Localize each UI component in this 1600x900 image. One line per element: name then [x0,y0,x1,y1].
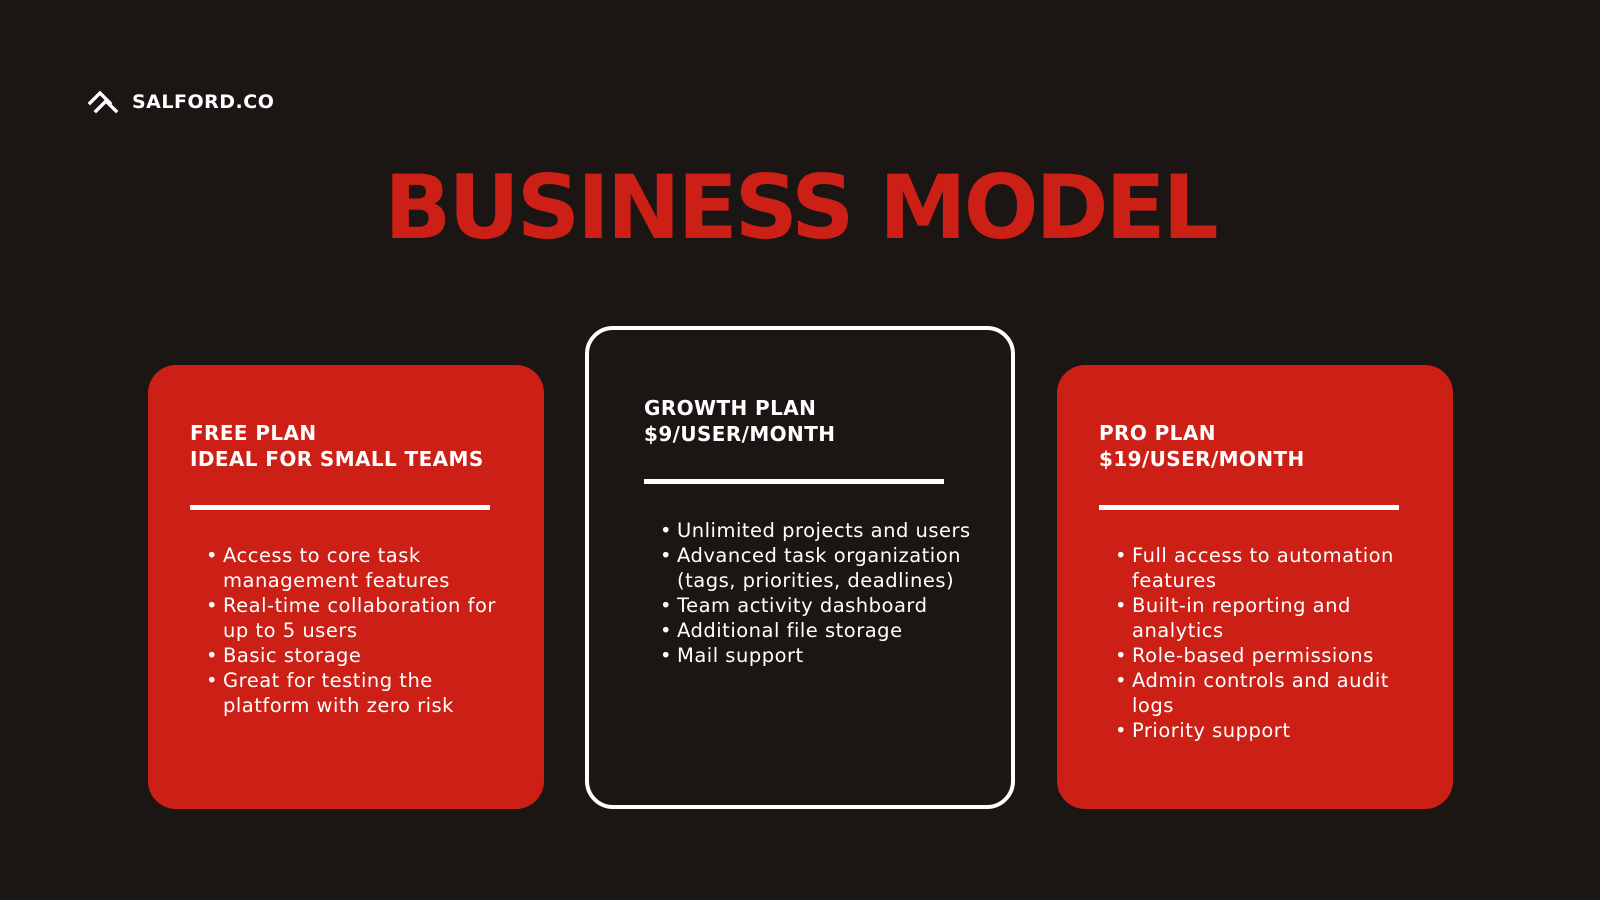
plan-card-growth: GROWTH PLAN $9/USER/MONTH Unlimited proj… [585,326,1015,809]
feature-item: Full access to automation features [1115,543,1435,593]
plan-divider [1099,505,1399,510]
feature-item: Access to core task management features [206,543,526,593]
feature-item: Basic storage [206,643,526,668]
plan-name: GROWTH PLAN [644,396,817,420]
plan-price: $9/USER/MONTH [644,422,836,446]
plan-card-pro: PRO PLAN $19/USER/MONTH Full access to a… [1057,365,1453,809]
plan-heading: FREE PLAN IDEAL FOR SMALL TEAMS [190,420,484,472]
feature-item: Real-time collaboration for up to 5 user… [206,593,526,643]
feature-item: Admin controls and audit logs [1115,668,1435,718]
feature-item: Built-in reporting and analytics [1115,593,1435,643]
plan-divider [644,479,944,484]
feature-item: Additional file storage [660,618,980,643]
feature-item: Priority support [1115,718,1435,743]
page-title: BUSINESS MODEL [384,156,1218,259]
plan-name: FREE PLAN [190,421,317,445]
feature-item: Mail support [660,643,980,668]
feature-item: Unlimited projects and users [660,518,980,543]
plan-feature-list: Full access to automation features Built… [1115,543,1435,743]
plan-card-free: FREE PLAN IDEAL FOR SMALL TEAMS Access t… [148,365,544,809]
plan-name: PRO PLAN [1099,421,1216,445]
brand: SALFORD.CO [88,90,274,114]
feature-item: Role-based permissions [1115,643,1435,668]
plan-heading: PRO PLAN $19/USER/MONTH [1099,420,1305,472]
plan-feature-list: Access to core task management features … [206,543,526,718]
feature-item: Team activity dashboard [660,593,980,618]
chevron-stack-logo-icon [88,90,119,114]
brand-name: SALFORD.CO [132,91,275,113]
plan-subtitle: IDEAL FOR SMALL TEAMS [190,447,484,471]
feature-item: Advanced task organization (tags, priori… [660,543,980,593]
plan-feature-list: Unlimited projects and users Advanced ta… [660,518,980,668]
plan-heading: GROWTH PLAN $9/USER/MONTH [644,395,835,447]
feature-item: Great for testing the platform with zero… [206,668,526,718]
plan-price: $19/USER/MONTH [1099,447,1305,471]
plan-divider [190,505,490,510]
